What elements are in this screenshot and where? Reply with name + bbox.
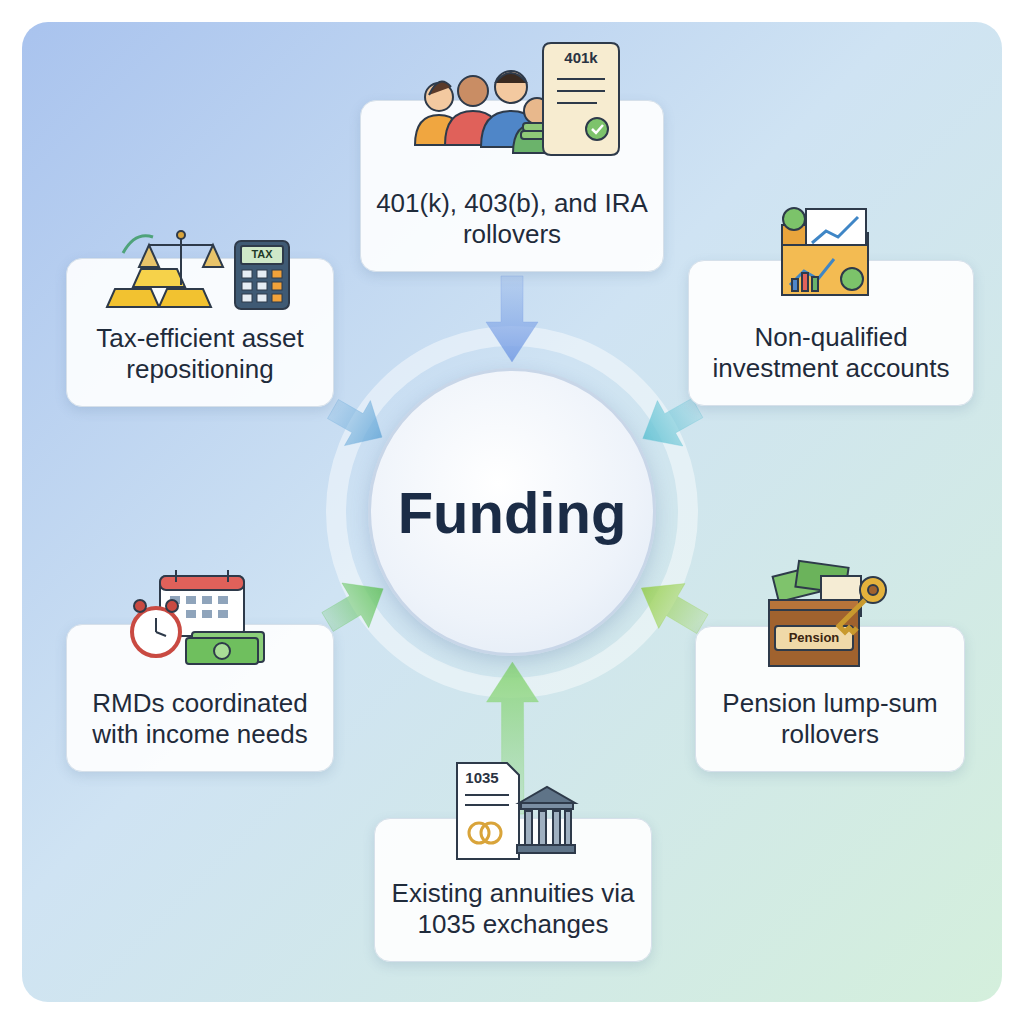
box-text: Non-qualified investment accounts <box>701 322 961 385</box>
box-text: 401(k), 403(b), and IRA rollovers <box>373 188 651 251</box>
center-title: Funding <box>398 479 627 546</box>
box-text: Pension lump-sum rollovers <box>708 688 952 751</box>
document-label: 1035 <box>457 769 507 786</box>
people-icon: 401k <box>401 35 626 160</box>
tax-icon: TAX <box>101 223 301 313</box>
investment-icon <box>776 201 876 301</box>
flow-arrow <box>641 584 708 634</box>
box-text: Existing annuities via 1035 exchanges <box>387 878 639 941</box>
center-circle: Funding <box>368 368 656 656</box>
document-label: 401k <box>547 49 615 66</box>
source-box: Non-qualified investment accounts <box>688 260 974 406</box>
flow-arrow <box>486 276 538 362</box>
panel <box>22 22 1002 1002</box>
source-box: RMDs coordinated with income needs <box>66 624 334 772</box>
rmd-icon <box>126 566 271 666</box>
annuity-icon: 1035 <box>449 759 579 864</box>
calculator-label: TAX <box>241 248 283 260</box>
box-text: RMDs coordinated with income needs <box>79 688 321 751</box>
flow-arrow <box>328 400 383 446</box>
outer-ring <box>336 336 688 688</box>
box-text: Tax-efficient asset repositioning <box>79 323 321 386</box>
chest-key-cash-illustration <box>761 556 906 671</box>
folder-chart-illustration <box>776 201 876 301</box>
pension-icon: Pension <box>761 556 906 671</box>
source-box: 401k401(k), 403(b), and IRA rollovers <box>360 100 664 272</box>
source-box: PensionPension lump-sum rollovers <box>695 626 965 772</box>
chest-label: Pension <box>775 630 853 645</box>
source-box: 1035Existing annuities via 1035 exchange… <box>374 818 652 962</box>
flow-arrow <box>322 583 383 631</box>
gold-scales-calculator-illustration <box>101 223 301 313</box>
source-box: TAXTax-efficient asset repositioning <box>66 258 334 407</box>
flow-arrow <box>643 398 703 446</box>
calendar-clock-cash-illustration <box>126 566 271 666</box>
